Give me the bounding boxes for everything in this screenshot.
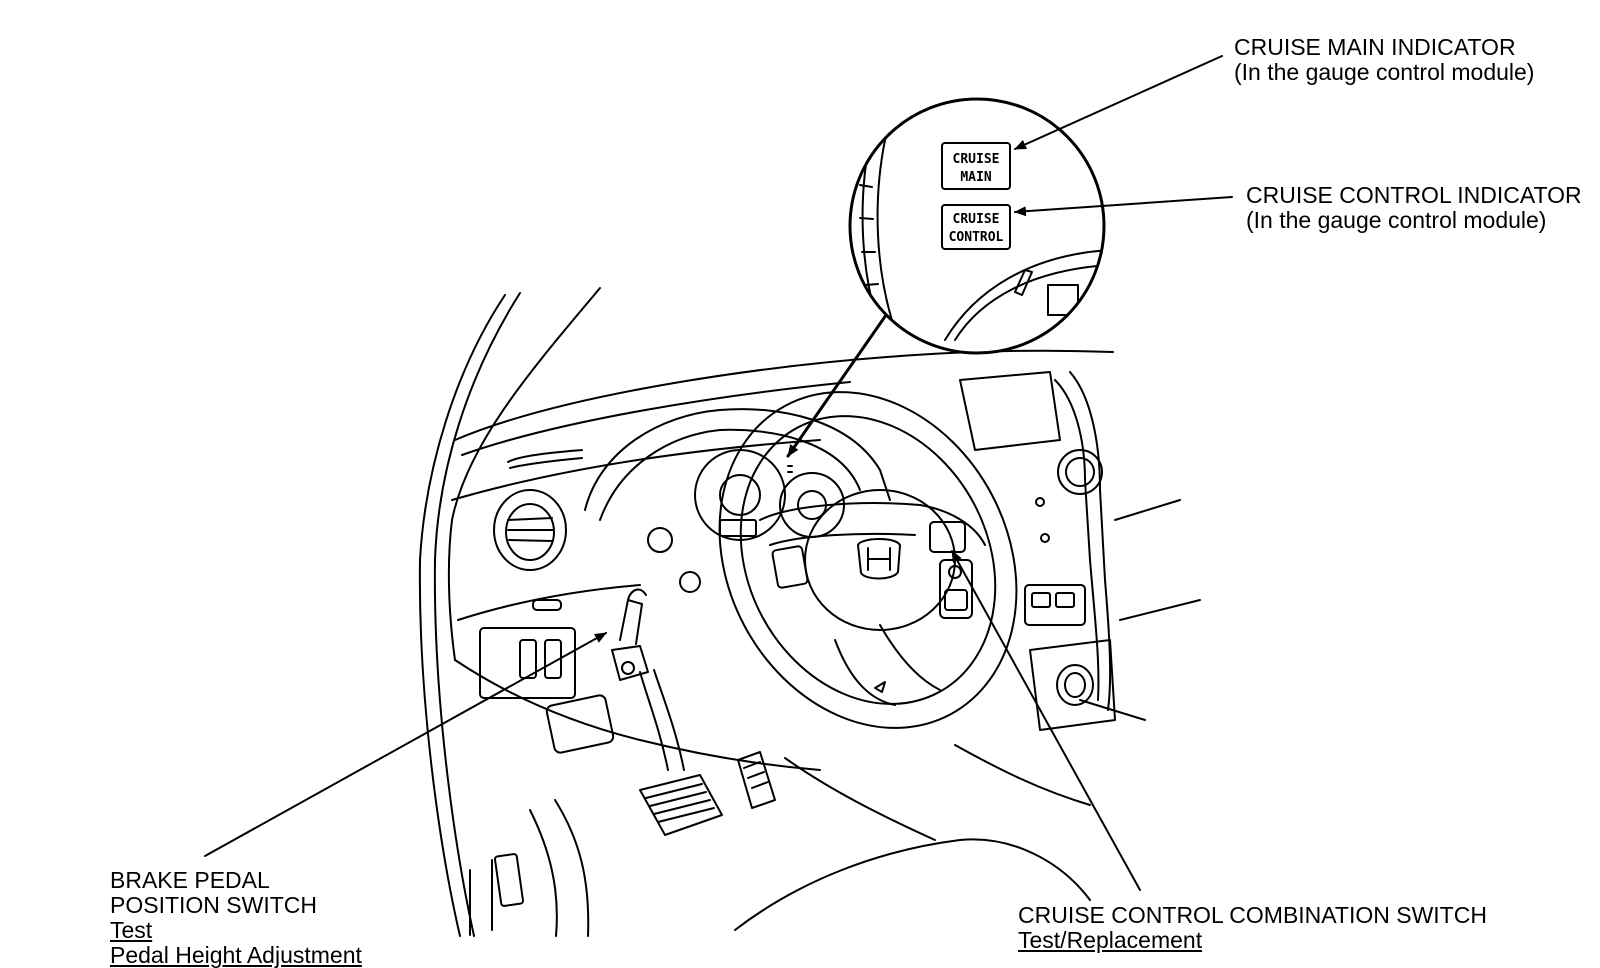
pedals — [639, 751, 776, 836]
combo-switch-name: CRUISE CONTROL COMBINATION SWITCH — [1018, 902, 1487, 928]
cruise-main-indicator-location: (In the gauge control module) — [1234, 59, 1535, 85]
gauge-cluster — [584, 408, 891, 593]
leader-cruise-main — [1014, 55, 1223, 150]
leader-brake-switch — [204, 632, 607, 857]
dashboard-lower — [454, 499, 1201, 937]
leader-cruise-control — [1014, 196, 1233, 217]
cruise-main-indicator-label: CRUISE MAIN INDICATOR (In the gauge cont… — [1234, 35, 1534, 85]
leader-combo-switch — [951, 550, 1141, 891]
brake-switch-name-line1: BRAKE PEDAL — [110, 867, 270, 893]
left-switch-panel — [479, 627, 576, 699]
cruise-control-indicator-name: CRUISE CONTROL INDICATOR — [1246, 182, 1582, 208]
steering-wheel — [718, 391, 1018, 729]
cruise-main-indicator-name: CRUISE MAIN INDICATOR — [1234, 34, 1516, 60]
pedal-height-adjustment-link[interactable]: Pedal Height Adjustment — [110, 942, 362, 968]
cruise-main-indicator: CRUISE MAIN — [941, 142, 1011, 190]
cruise-control-indicator-label: CRUISE CONTROL INDICATOR (In the gauge c… — [1246, 183, 1582, 233]
dashboard-top — [451, 349, 1114, 711]
cruise-control-indicator-location: (In the gauge control module) — [1246, 207, 1547, 233]
a-pillar — [418, 287, 601, 937]
brake-pedal-switch-label: BRAKE PEDAL POSITION SWITCH Test Pedal H… — [110, 868, 362, 968]
brake-switch-name-line2: POSITION SWITCH — [110, 892, 317, 918]
cruise-control-indicator-line1: CRUISE — [953, 212, 1000, 227]
cruise-control-indicator-line2: CONTROL — [949, 230, 1004, 245]
left-air-vent — [493, 489, 567, 611]
cruise-combination-switch-label: CRUISE CONTROL COMBINATION SWITCH Test/R… — [1018, 903, 1487, 953]
combo-switch-replacement-link[interactable]: Test/Replacement — [1018, 927, 1203, 953]
brake-pedal-switch-assembly — [611, 588, 685, 771]
cruise-control-indicator: CRUISE CONTROL — [941, 204, 1011, 250]
cruise-main-indicator-line1: CRUISE — [953, 152, 1000, 167]
brake-switch-test-link[interactable]: Test — [110, 917, 153, 943]
magnifier-pointer — [786, 293, 902, 458]
center-console — [959, 371, 1116, 731]
dashboard-badge — [507, 449, 583, 469]
cruise-main-indicator-line2: MAIN — [960, 170, 991, 185]
